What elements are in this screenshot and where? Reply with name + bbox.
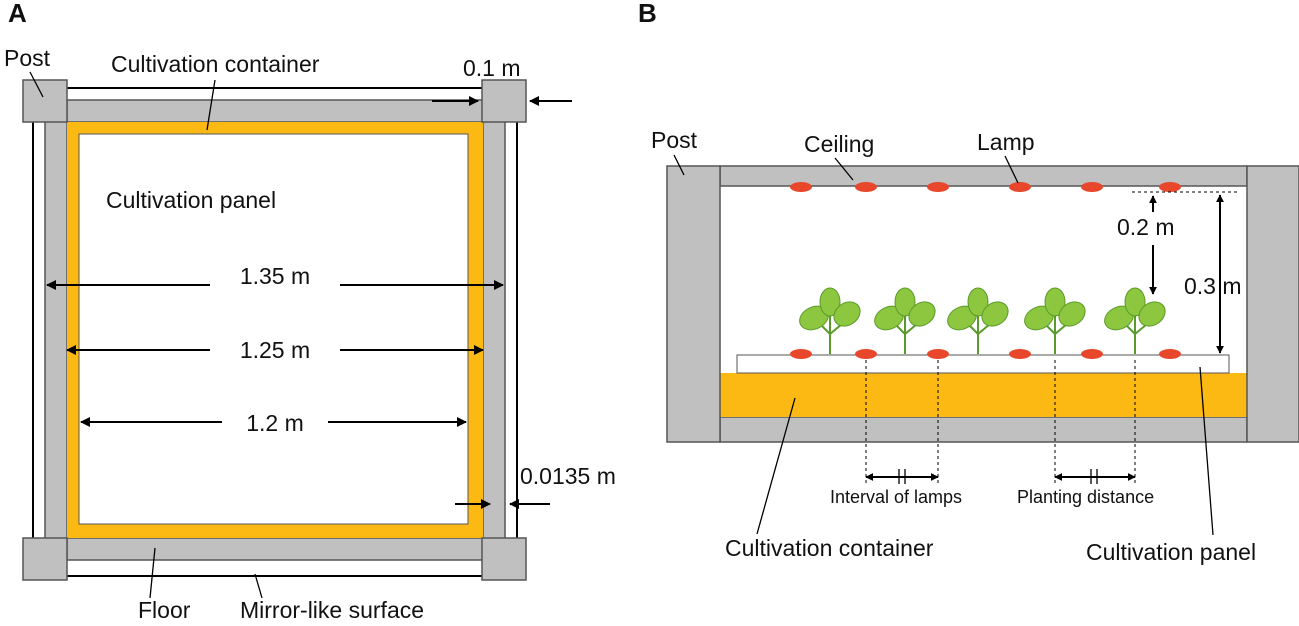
interval-of-lamps-label: Interval of lamps [830,487,962,507]
cultivation-panel-label-a: Cultivation panel [106,187,276,213]
cultivation-panel-a [78,133,469,525]
mirror-surface-outline [32,87,518,577]
post-width-label: 0.1 m [463,55,521,81]
panel-lamps [790,349,1181,359]
planting-distance-guides [1054,360,1136,486]
plants [799,287,1166,354]
floor-b [719,416,1248,443]
planting-distance-label: Planting distance [1017,487,1154,507]
floor-frame [44,99,506,561]
plant [947,287,1009,354]
container-width-label: 1.25 m [240,337,310,363]
posts-a [22,79,527,581]
lamp-to-plant-label: 0.2 m [1117,214,1175,240]
gap-label: 0.0135 m [520,463,616,489]
post-right-b [1246,165,1299,443]
floor-label: Floor [138,597,191,623]
cultivation-panel-b [736,354,1230,374]
cultivation-container-b [720,373,1247,417]
panel-b: B [638,0,1299,565]
ceiling-lamps [790,182,1181,192]
panel-a: A Post Cultivation container Cultivation… [4,0,616,623]
outer-width-label: 1.35 m [240,263,310,289]
post-label-b: Post [651,127,698,153]
post-left-b [666,165,721,443]
ceiling-label: Ceiling [804,131,874,157]
cultivation-panel-label-b: Cultivation panel [1086,539,1256,565]
mirror-surface-label: Mirror-like surface [240,597,424,623]
panel-width-label: 1.2 m [246,410,304,436]
panel-b-letter: B [638,0,657,28]
post-label-a: Post [4,45,51,71]
plant [1104,287,1166,354]
plant [1024,287,1086,354]
plant [874,287,936,354]
plant [799,287,861,354]
cultivation-container-label-b: Cultivation container [725,535,934,561]
panel-a-letter: A [8,0,27,28]
lamp-to-panel-label: 0.3 m [1184,273,1242,299]
cultivation-container-label-a: Cultivation container [111,51,320,77]
interval-guides [865,360,939,486]
lamp-label: Lamp [977,129,1035,155]
